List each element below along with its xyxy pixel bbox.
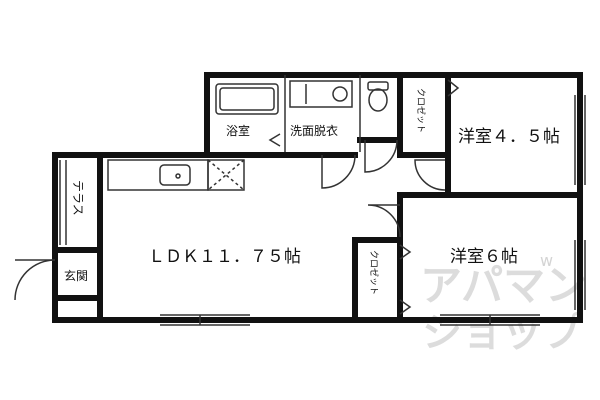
watermark-mark: w bbox=[540, 251, 553, 270]
label-closet-top: クロゼット bbox=[415, 88, 427, 133]
doors bbox=[14, 139, 446, 301]
label-washroom: 洗面脱衣 bbox=[290, 123, 338, 138]
watermark-line1: アパマン bbox=[420, 261, 587, 310]
label-closet-bottom: クロゼット bbox=[368, 250, 380, 295]
interior-lines bbox=[59, 75, 586, 326]
label-entrance: 玄関 bbox=[64, 268, 88, 283]
watermark-line2: ショップ bbox=[422, 310, 582, 356]
label-terrace: テラス bbox=[71, 180, 85, 216]
walls bbox=[52, 72, 583, 323]
label-bath: 浴室 bbox=[226, 123, 250, 138]
label-ldk: ＬＤＫ１１．７５帖 bbox=[148, 247, 301, 267]
label-western-6: 洋室６帖 bbox=[450, 247, 518, 267]
label-western-45: 洋室４．５帖 bbox=[458, 127, 560, 147]
